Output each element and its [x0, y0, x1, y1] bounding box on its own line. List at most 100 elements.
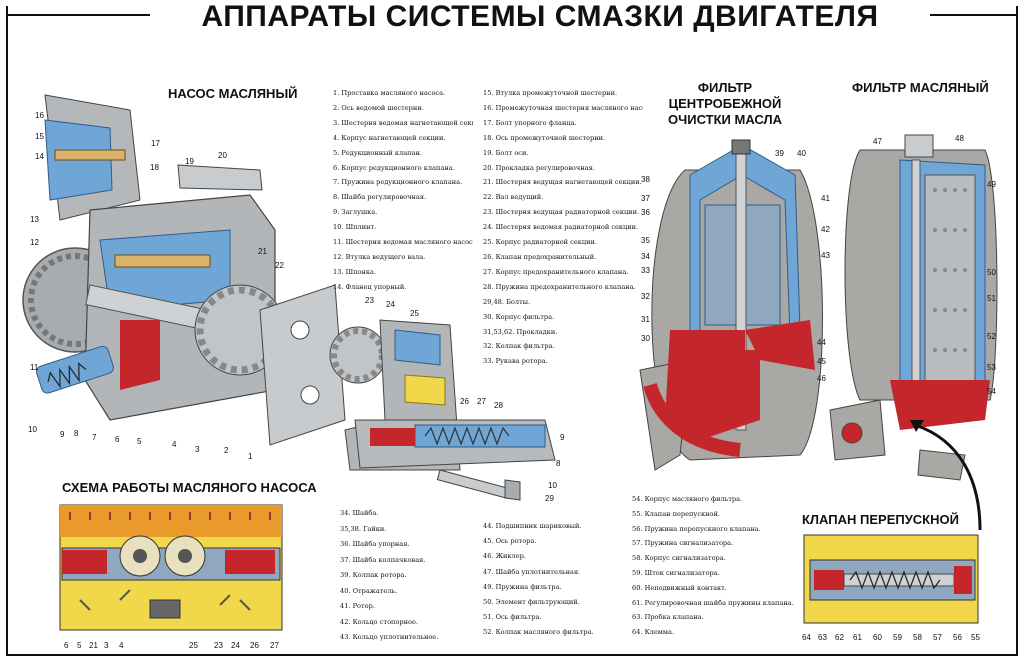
legend-item: 56. Пружина перепускного клапана.: [632, 524, 761, 533]
legend-item: 2. Ось ведомой шестерни.: [333, 103, 424, 112]
callout-pump: 14: [35, 152, 44, 161]
callout-pump: 8: [556, 459, 561, 468]
legend-item: 45. Ось ротора.: [483, 537, 537, 546]
callout-pump: 29: [545, 494, 554, 503]
callout-scheme: 21: [89, 641, 98, 650]
legend-list-2: 15. Втулка промежуточной шестерни. 16. Пр…: [483, 86, 643, 369]
legend-item: 8. Шайба регулировочная.: [333, 193, 427, 202]
legend-item: 1. Проставка масляного насоса.: [333, 89, 446, 97]
legend-item: 11. Шестерня ведомая масляного насоса.: [333, 238, 473, 247]
callout-valve: 60: [873, 633, 882, 642]
callout-centrifugal: 35: [641, 236, 650, 245]
legend-item: 24. Шестерня ведомая радиаторной секции.: [483, 223, 639, 232]
callout-valve: 55: [971, 633, 980, 642]
legend-list-5: 54. Корпус масляного фильтра. 55. Клапан …: [632, 492, 797, 640]
callout-pump: 3: [195, 445, 200, 454]
callout-pump: 19: [185, 157, 194, 166]
legend-item: 13. Шпонка.: [333, 267, 377, 276]
callout-oil-filter: 48: [955, 134, 964, 143]
legend-item: 21. Шестерня ведущая нагнетающей секции.: [483, 178, 642, 187]
callout-pump: 6: [115, 435, 120, 444]
legend-item: 43. Кольцо уплотнительное.: [340, 633, 439, 641]
callout-oil-filter: 49: [987, 180, 996, 189]
legend-item: 26. Клапан предохранительный.: [483, 252, 597, 261]
callout-pump: 1: [248, 452, 253, 461]
heading-centrifugal-line1: ФИЛЬТР ЦЕНТРОБЕЖНОЙ: [668, 80, 782, 111]
callout-pump: 22: [275, 261, 284, 270]
callout-centrifugal: 40: [797, 149, 806, 158]
legend-item: 35,38. Гайки.: [340, 524, 387, 533]
heading-oil-pump: НАСОС МАСЛЯНЫЙ: [168, 86, 298, 101]
legend-item: 37. Шайба колпачковая.: [340, 555, 426, 564]
legend-item: 5. Редукционный клапан.: [333, 148, 422, 157]
legend-item: 17. Болт упорного фланца.: [483, 118, 577, 127]
heading-pump-scheme: СХЕМА РАБОТЫ МАСЛЯНОГО НАСОСА: [62, 480, 317, 495]
callout-pump: 18: [150, 163, 159, 172]
legend-item: 50. Элемент фильтрующий.: [483, 598, 580, 607]
legend-item: 39. Колпак ротора.: [340, 571, 407, 579]
legend-item: 12. Втулка ведущего вала.: [333, 252, 426, 261]
callout-scheme: 4: [119, 641, 124, 650]
oil-filter-illustration: [829, 134, 998, 531]
callout-pump: 25: [410, 309, 419, 318]
callout-pump: 10: [548, 481, 557, 490]
legend-item: 27. Корпус предохранительного клапана.: [483, 267, 629, 276]
callout-oil-filter: 54: [987, 387, 996, 396]
callout-centrifugal: 34: [641, 252, 650, 261]
callout-valve: 64: [802, 633, 811, 642]
legend-item: 57. Пружина сигнализатора.: [632, 539, 734, 548]
heading-centrifugal-filter: ФИЛЬТР ЦЕНТРОБЕЖНОЙ ОЧИСТКИ МАСЛА: [650, 80, 800, 128]
legend-item: 15. Втулка промежуточной шестерни.: [483, 89, 618, 97]
callout-valve: 59: [893, 633, 902, 642]
title-rule-right: [925, 14, 1018, 16]
callout-pump: 16: [35, 111, 44, 120]
legend-item: 58. Корпус сигнализатора.: [632, 554, 726, 563]
bypass-valve-illustration: [803, 534, 979, 624]
callout-pump: 8: [74, 429, 79, 438]
callout-centrifugal: 36: [641, 208, 650, 217]
callout-pump: 26: [460, 397, 469, 406]
callout-valve: 63: [818, 633, 827, 642]
legend-item: 41. Ротор.: [340, 602, 375, 610]
callout-pump: 5: [137, 437, 142, 446]
callout-pump: 17: [151, 139, 160, 148]
callout-pump: 2: [224, 446, 229, 455]
legend-item: 54. Корпус масляного фильтра.: [632, 495, 743, 503]
pump-callouts: 16 15 14 17 19 18 20 13 12 21 22 23 24 2…: [28, 111, 565, 503]
callout-pump: 28: [494, 401, 503, 410]
callout-centrifugal: 32: [641, 292, 650, 301]
callout-pump: 21: [258, 247, 267, 256]
valve-callouts: 64 63 62 61 60 59 58 57 56 55: [802, 633, 980, 642]
legend-item: 60. Неподвижный контакт.: [632, 583, 727, 592]
callout-pump: 9: [60, 430, 65, 439]
legend-item: 16. Промежуточная шестерня масляного нас…: [483, 103, 643, 112]
poster-title: АППАРАТЫ СИСТЕМЫ СМАЗКИ ДВИГАТЕЛЯ: [150, 0, 930, 34]
legend-item: 52. Колпак масляного фильтра.: [483, 628, 594, 637]
callout-pump: 24: [386, 300, 395, 309]
callout-oil-filter: 47: [873, 137, 882, 146]
legend-item: 64. Клемма.: [632, 628, 675, 637]
legend-item: 29,48. Болты.: [483, 297, 531, 306]
legend-list-1: 1. Проставка масляного насоса. 2. Ось вед…: [333, 86, 473, 295]
legend-item: 19. Болт оси.: [483, 148, 529, 157]
callout-centrifugal: 33: [641, 266, 650, 275]
legend-item: 3. Шестерня ведомая нагнетающей секции.: [333, 118, 473, 127]
callout-pump: 10: [28, 425, 37, 434]
legend-item: 46. Жиклер.: [483, 552, 526, 561]
legend-item: 42. Кольцо стопорное.: [340, 617, 418, 626]
legend-item: 55. Клапан перепускной.: [632, 509, 720, 518]
callout-oil-filter: 50: [987, 268, 996, 277]
legend-item: 28. Пружина предохранительного клапана.: [483, 282, 636, 291]
callout-scheme: 26: [250, 641, 259, 650]
callout-valve: 56: [953, 633, 962, 642]
oil-filter-callouts: 47 48 49 50 51 52 53 54: [873, 134, 996, 396]
callout-centrifugal: 38: [641, 175, 650, 184]
legend-item: 22. Вал ведущий.: [483, 193, 544, 202]
legend-item: 23. Шестерня ведущая радиаторной секции.: [483, 208, 640, 217]
legend-item: 47. Шайба уплотнительная.: [483, 567, 581, 576]
callout-scheme: 23: [214, 641, 223, 650]
callout-centrifugal: 37: [641, 194, 650, 203]
callout-centrifugal: 31: [641, 315, 650, 324]
legend-item: 51. Ось фильтра.: [483, 613, 542, 622]
